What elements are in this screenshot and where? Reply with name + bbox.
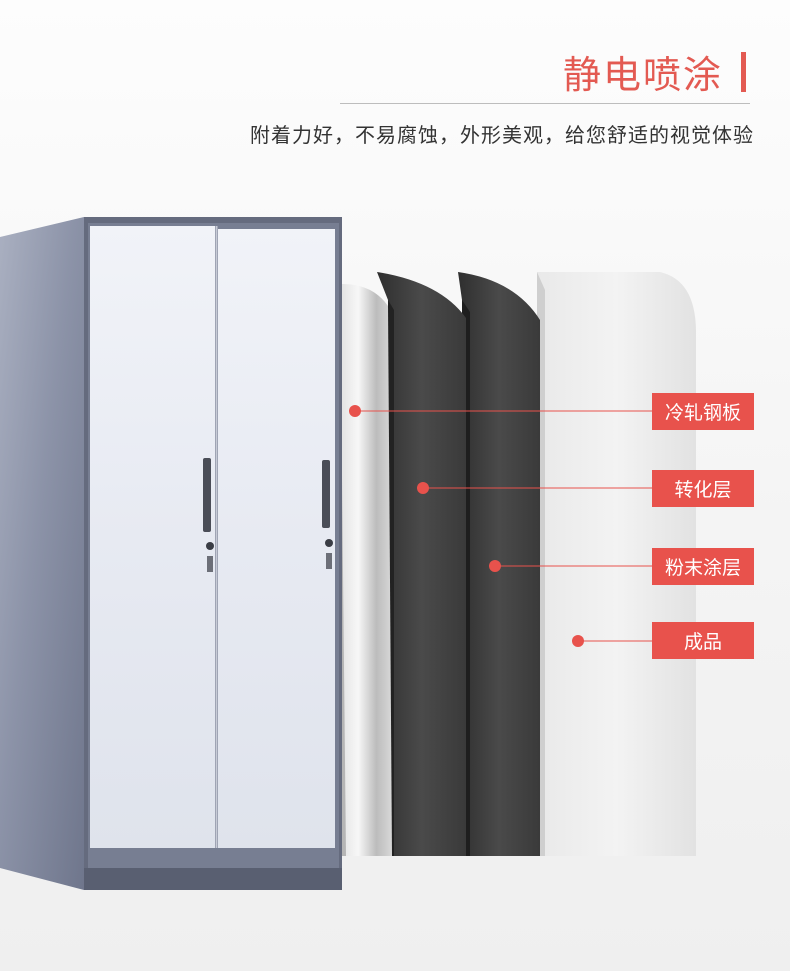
right-door-handle	[322, 460, 330, 528]
callout-powder-coating	[489, 560, 652, 572]
callout-finished-product	[572, 635, 652, 647]
title-accent-bar	[741, 51, 746, 92]
label-cold-rolled-steel: 冷轧钢板	[652, 393, 754, 430]
callout-cold-rolled-steel	[349, 405, 652, 417]
steel-cabinet	[0, 217, 342, 890]
left-door-handle	[203, 458, 211, 532]
label-powder-coating: 粉末涂层	[652, 548, 754, 585]
section-title-text: 静电喷涂	[562, 53, 723, 97]
callout-conversion-layer	[417, 482, 652, 494]
title-divider	[340, 103, 750, 104]
section-title: 静电喷涂	[563, 44, 746, 99]
label-finished-product: 成品	[652, 622, 754, 659]
layer-cold-rolled-steel-plate	[340, 283, 392, 856]
left-lock	[206, 542, 214, 550]
section-subtitle: 附着力好，不易腐蚀，外形美观，给您舒适的视觉体验	[250, 123, 754, 147]
label-conversion-layer: 转化层	[652, 470, 754, 507]
right-lock	[325, 539, 333, 547]
